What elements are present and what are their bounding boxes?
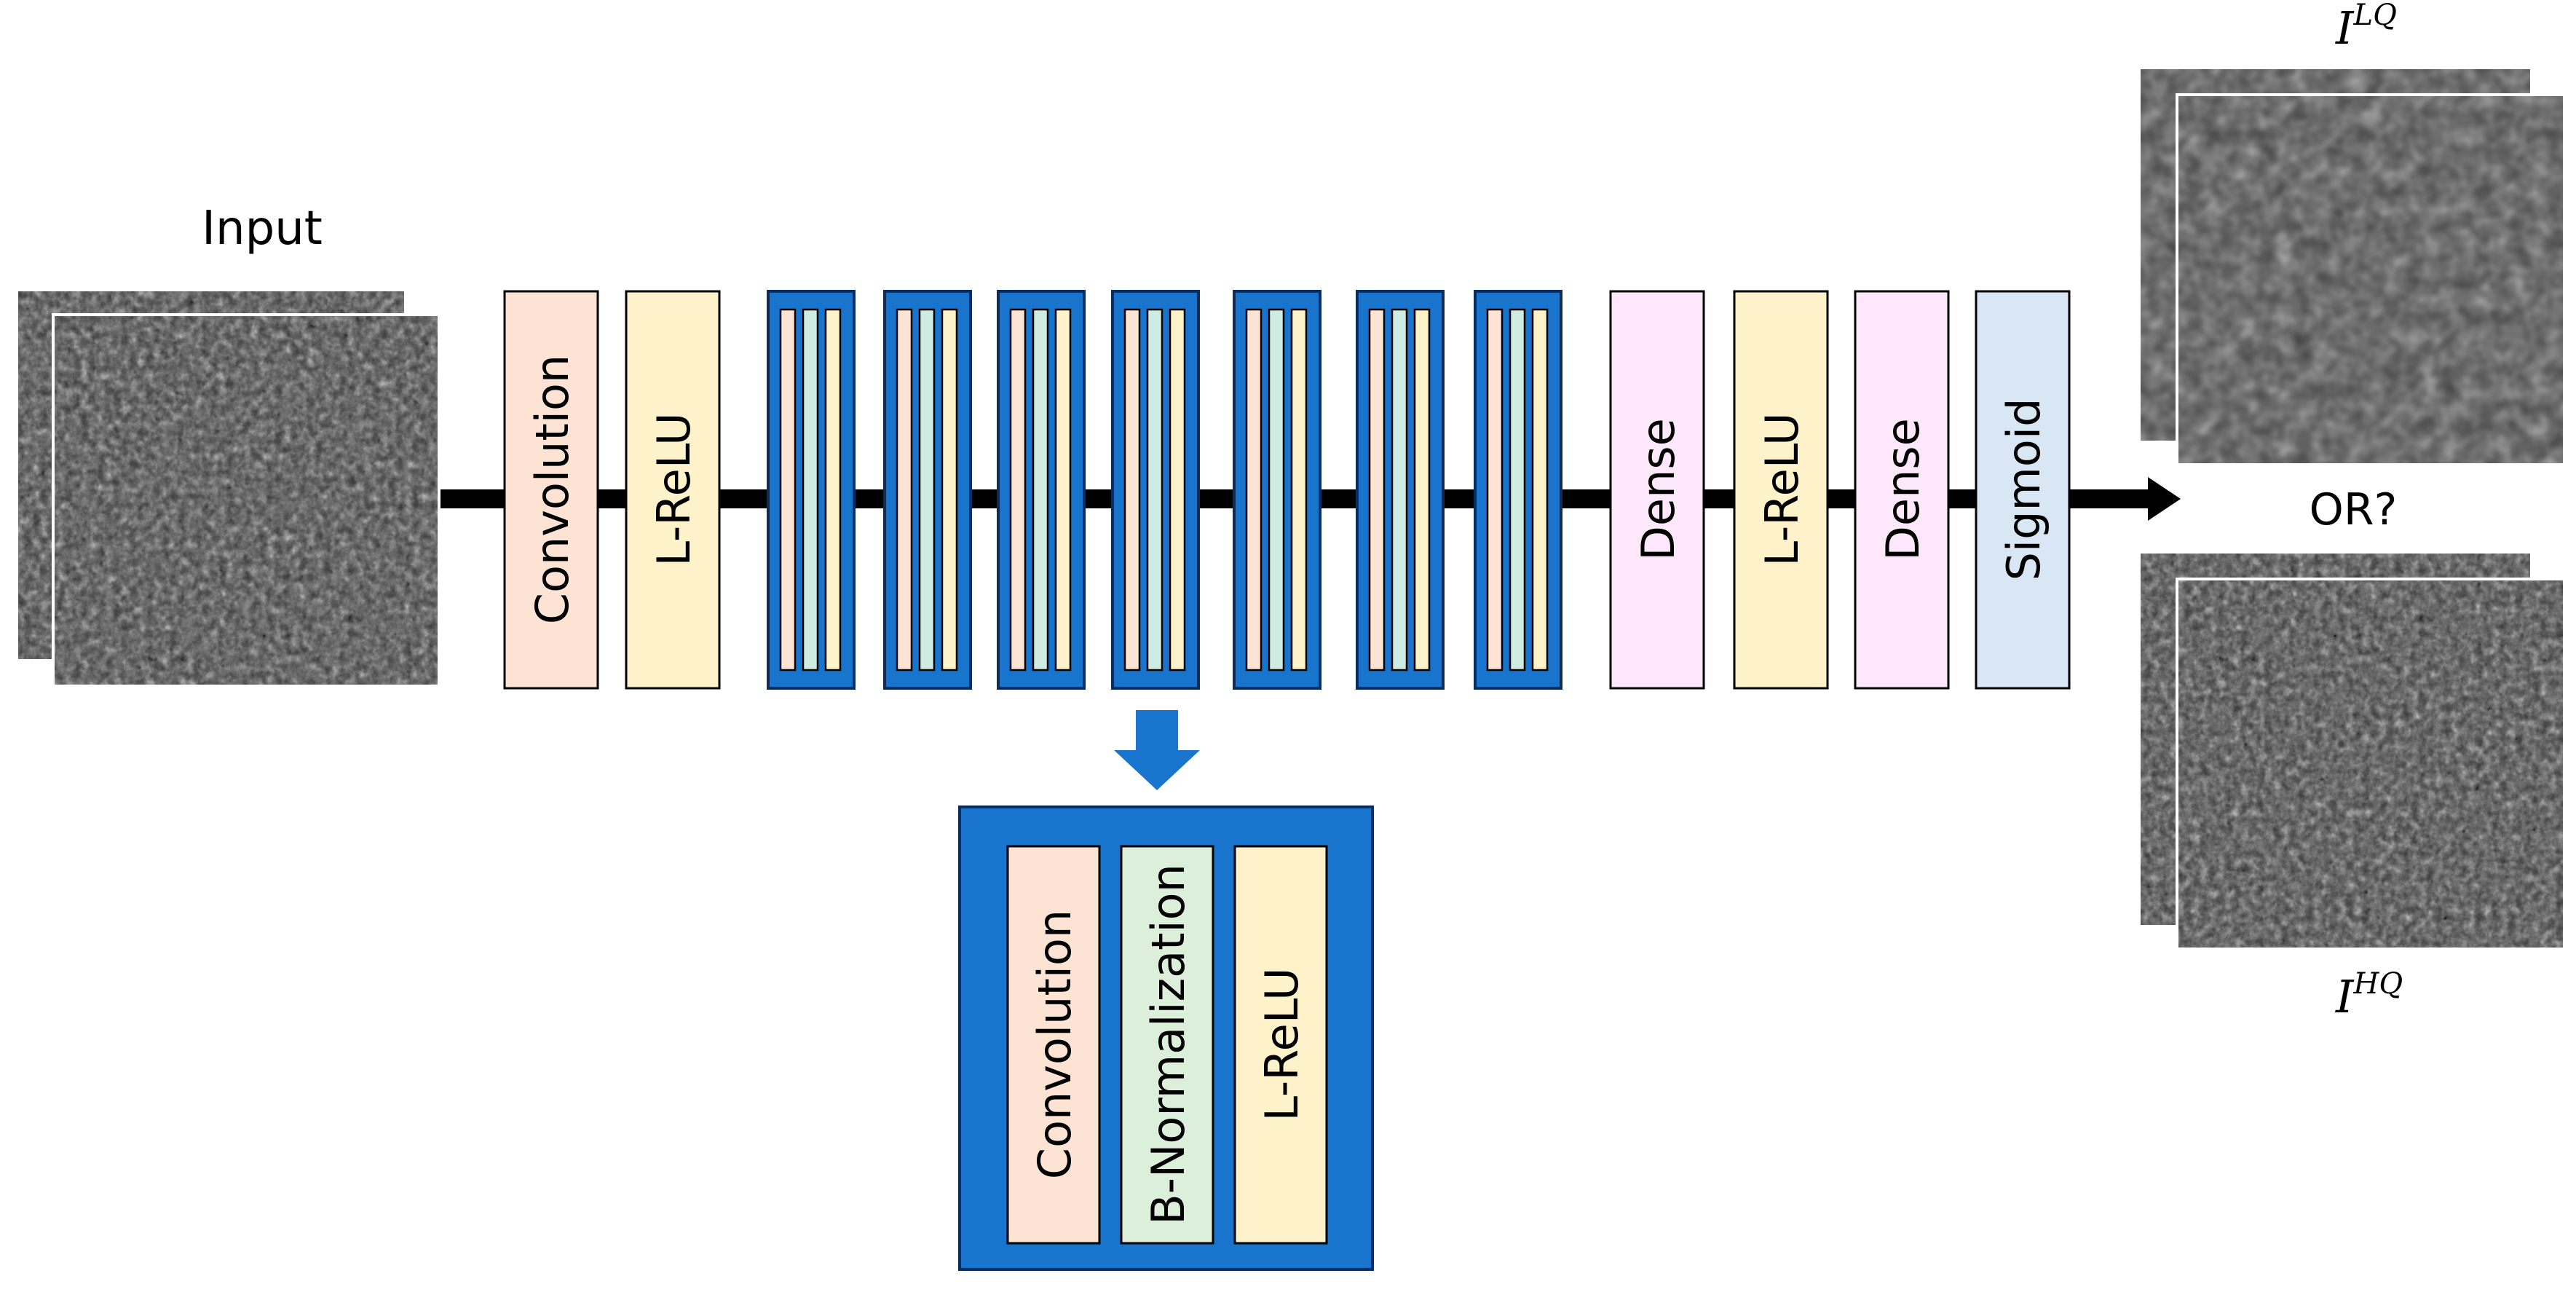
output-lq-image-stack: [2141, 69, 2566, 466]
output-question: OR?: [2310, 484, 2398, 535]
block-detail: Convolution B-Normalization L-ReLU: [958, 805, 1374, 1271]
layer-lrelu1-label: L-ReLU: [647, 412, 700, 566]
conv-block-6-layer-1: [1368, 308, 1386, 671]
conv-blocks: [767, 290, 1562, 690]
conv-block-2-layer-3: [941, 308, 958, 671]
layer-dense1-label: Dense: [1632, 418, 1685, 561]
layer-sigmoid: Sigmoid: [1975, 290, 2071, 690]
conv-block-2-layer-1: [896, 308, 913, 671]
conv-block-1-layer-2: [802, 308, 819, 671]
layer-conv1: Convolution: [503, 290, 599, 690]
block-detail-lrelu: L-ReLU: [1233, 845, 1328, 1245]
conv-block-5-layer-1: [1245, 308, 1263, 671]
layer-lrelu2-label: L-ReLU: [1755, 412, 1809, 566]
conv-block-7-layer-2: [1509, 308, 1526, 671]
output-hq-label: IHQ: [2335, 967, 2403, 1023]
conv-block-3-layer-3: [1054, 308, 1072, 671]
conv-block-1: [767, 290, 856, 690]
conv-block-2: [883, 290, 972, 690]
layer-dense2: Dense: [1854, 290, 1950, 690]
conv-block-6-layer-3: [1413, 308, 1431, 671]
output-lq-label: ILQ: [2335, 0, 2397, 55]
conv-block-6-layer-2: [1391, 308, 1408, 671]
conv-block-7: [1474, 290, 1562, 690]
output-hq-label-base: I: [2335, 970, 2355, 1023]
output-lq-label-sup: LQ: [2353, 0, 2397, 32]
block-detail-bnorm: B-Normalization: [1120, 845, 1214, 1245]
block-detail-bnorm-label: B-Normalization: [1142, 864, 1195, 1225]
conv-block-7-layer-1: [1486, 308, 1504, 671]
conv-block-4-layer-2: [1146, 308, 1163, 671]
conv-block-5-layer-2: [1268, 308, 1285, 671]
layer-dense2-label: Dense: [1876, 418, 1929, 561]
conv-block-7-layer-3: [1531, 308, 1549, 671]
layer-lrelu2: L-ReLU: [1733, 290, 1829, 690]
conv-block-3-layer-1: [1009, 308, 1027, 671]
conv-block-4: [1111, 290, 1200, 690]
layer-dense1: Dense: [1609, 290, 1705, 690]
expand-arrow: [1114, 710, 1200, 790]
output-hq-label-sup: HQ: [2353, 967, 2403, 1001]
layer-conv1-label: Convolution: [526, 355, 579, 624]
output-hq-image-stack: [2141, 554, 2566, 950]
block-detail-lrelu-label: L-ReLU: [1255, 967, 1308, 1121]
conv-block-3-layer-2: [1032, 308, 1049, 671]
conv-block-2-layer-2: [918, 308, 936, 671]
main-flow-arrowhead: [2148, 477, 2181, 521]
input-label: Input: [202, 202, 323, 256]
conv-block-6: [1356, 290, 1445, 690]
conv-block-4-layer-3: [1169, 308, 1186, 671]
conv-block-1-layer-3: [824, 308, 842, 671]
conv-block-5: [1233, 290, 1321, 690]
input-image-stack: [18, 291, 440, 688]
conv-block-3: [997, 290, 1086, 690]
layer-lrelu1: L-ReLU: [625, 290, 721, 690]
layer-sigmoid-label: Sigmoid: [1997, 398, 2050, 581]
output-lq-label-base: I: [2335, 1, 2355, 55]
conv-block-4-layer-1: [1123, 308, 1141, 671]
conv-block-5-layer-3: [1290, 308, 1308, 671]
block-detail-conv-label: Convolution: [1028, 910, 1081, 1179]
conv-block-1-layer-1: [779, 308, 797, 671]
block-detail-conv: Convolution: [1006, 845, 1101, 1245]
